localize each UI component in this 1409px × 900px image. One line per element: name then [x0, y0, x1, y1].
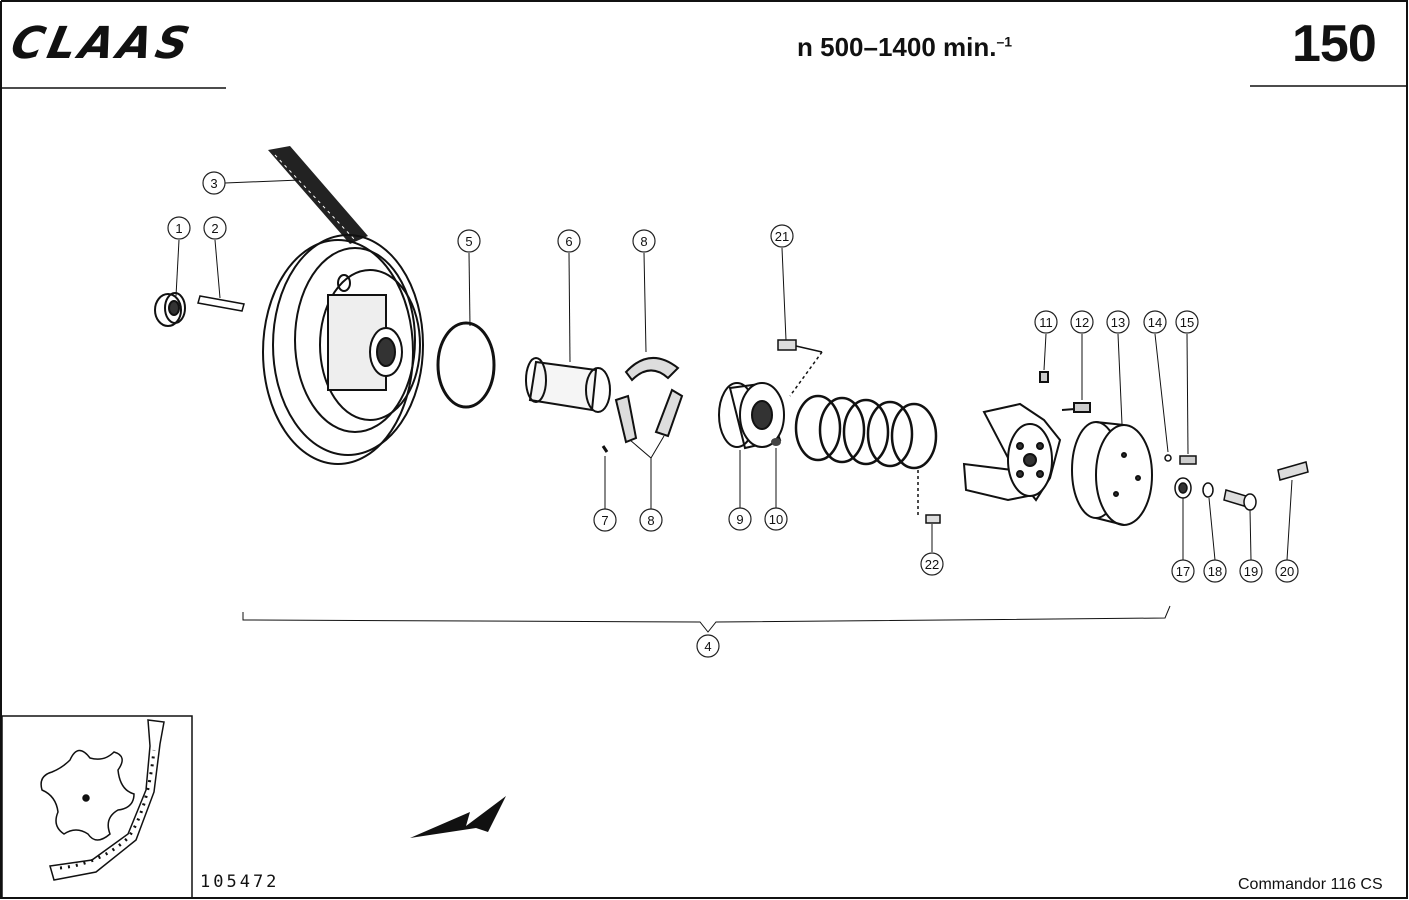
- callout-13: 13: [1106, 310, 1130, 334]
- callout-15: 15: [1175, 310, 1199, 334]
- svg-text:7: 7: [601, 513, 608, 528]
- small-parts: [1164, 454, 1309, 511]
- model-name: Commandor 116 CS: [1238, 876, 1383, 893]
- callout-20: 20: [1275, 559, 1299, 583]
- collar-part: [154, 292, 186, 327]
- leader-lines: [175, 179, 1293, 633]
- callout-7: 7: [593, 508, 617, 532]
- callout-22: 22: [920, 552, 944, 576]
- svg-text:6: 6: [565, 234, 572, 249]
- svg-text:9: 9: [736, 512, 743, 527]
- callout-9: 9: [728, 507, 752, 531]
- svg-text:13: 13: [1111, 315, 1125, 330]
- shoe-parts: [614, 356, 684, 444]
- spring-part: [794, 394, 938, 470]
- callout-21: 21: [770, 224, 794, 248]
- callout-14: 14: [1143, 310, 1167, 334]
- callout-17: 17: [1171, 559, 1195, 583]
- callout-12: 12: [1070, 310, 1094, 334]
- svg-text:8: 8: [647, 513, 654, 528]
- svg-text:14: 14: [1148, 315, 1162, 330]
- svg-text:18: 18: [1208, 564, 1222, 579]
- screw-parts: [777, 339, 941, 524]
- speed-range-text: n 500–1400 min.: [797, 32, 997, 62]
- svg-text:2: 2: [211, 221, 218, 236]
- callout-6: 6: [557, 229, 581, 253]
- callout-18: 18: [1203, 559, 1227, 583]
- svg-text:17: 17: [1176, 564, 1190, 579]
- flange-part: [962, 371, 1091, 502]
- speed-range: n 500–1400 min.–1: [797, 32, 1012, 63]
- svg-text:4: 4: [704, 639, 711, 654]
- callout-2: 2: [203, 216, 227, 240]
- svg-text:22: 22: [925, 557, 939, 572]
- callout-3: 3: [202, 171, 226, 195]
- svg-text:11: 11: [1039, 315, 1053, 330]
- bushing-part: [525, 357, 611, 413]
- callout-4: 4: [696, 634, 720, 658]
- callout-10: 10: [764, 507, 788, 531]
- reference-number: 105472: [200, 872, 280, 892]
- page-number: 150: [1292, 15, 1377, 73]
- snap-ring-part: [436, 321, 496, 409]
- svg-text:8: 8: [640, 234, 647, 249]
- svg-text:15: 15: [1180, 315, 1194, 330]
- svg-text:20: 20: [1280, 564, 1294, 579]
- belt-part: [268, 146, 368, 244]
- speed-exponent: –1: [996, 33, 1013, 50]
- svg-text:12: 12: [1075, 315, 1089, 330]
- callout-11: 11: [1034, 310, 1058, 334]
- callout-8-top: 8: [632, 229, 656, 253]
- callout-19: 19: [1239, 559, 1263, 583]
- direction-arrow-icon: [410, 796, 506, 838]
- callout-5: 5: [457, 229, 481, 253]
- drum-part: [1071, 421, 1153, 526]
- pulley-part: [262, 234, 424, 465]
- location-inset: [40, 719, 165, 881]
- nipple-part: [771, 438, 781, 446]
- callout-8-bottom: 8: [639, 508, 663, 532]
- svg-text:3: 3: [210, 176, 217, 191]
- hub-part: [718, 382, 785, 450]
- svg-text:5: 5: [465, 234, 472, 249]
- svg-text:10: 10: [769, 512, 783, 527]
- small-pin-part: [601, 445, 609, 453]
- callout-1: 1: [167, 216, 191, 240]
- svg-text:21: 21: [775, 229, 789, 244]
- pin-part: [197, 295, 245, 312]
- svg-text:19: 19: [1244, 564, 1258, 579]
- svg-text:1: 1: [175, 221, 182, 236]
